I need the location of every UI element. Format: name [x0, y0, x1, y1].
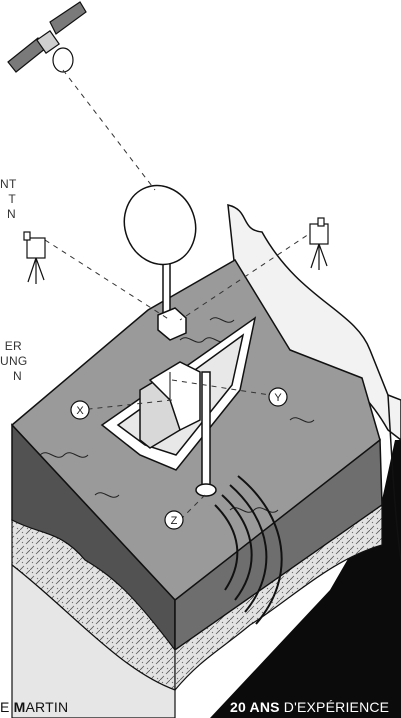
antenna-mast [157, 249, 217, 497]
edge-text-line: UNG [0, 354, 28, 368]
signal-lines [44, 69, 316, 521]
survey-boat [100, 316, 257, 471]
footer-company-name: E MARTIN [0, 700, 68, 714]
edge-text-line: N [7, 207, 16, 221]
satellite-icon [7, 1, 87, 73]
edge-text-line: NT [0, 177, 17, 191]
svg-text:Y: Y [274, 392, 282, 404]
svg-text:Z: Z [171, 515, 178, 527]
footer-rest: ARTIN [25, 699, 69, 715]
tagline-years: 20 ANS [230, 699, 280, 715]
footer-initial: M [13, 699, 26, 715]
axis-marker-x: X [70, 400, 90, 420]
sediment-layer-right [174, 503, 383, 692]
sonar-waves [214, 475, 283, 625]
shore-station-left-icon [23, 231, 46, 284]
axis-marker-y: Y [268, 387, 288, 407]
shore-station-right-icon [309, 217, 329, 270]
satellite-dish [123, 184, 197, 266]
footer-prefix: E [0, 699, 14, 715]
edge-text-line: N [13, 369, 22, 383]
footer-experience-tagline: 20 ANS D'EXPÉRIENCE [230, 700, 389, 714]
svg-text:X: X [76, 405, 84, 417]
edge-text-line: T [8, 192, 16, 206]
dark-corner-panel [210, 440, 401, 718]
bedrock-left [11, 563, 176, 718]
edge-text-line: ER [4, 339, 22, 353]
axis-marker-z: Z [164, 510, 184, 530]
tagline-rest: D'EXPÉRIENCE [279, 699, 390, 715]
edge-text-block-1: NT T N [0, 178, 16, 220]
edge-text-block-2: ER UNG N [0, 339, 28, 383]
